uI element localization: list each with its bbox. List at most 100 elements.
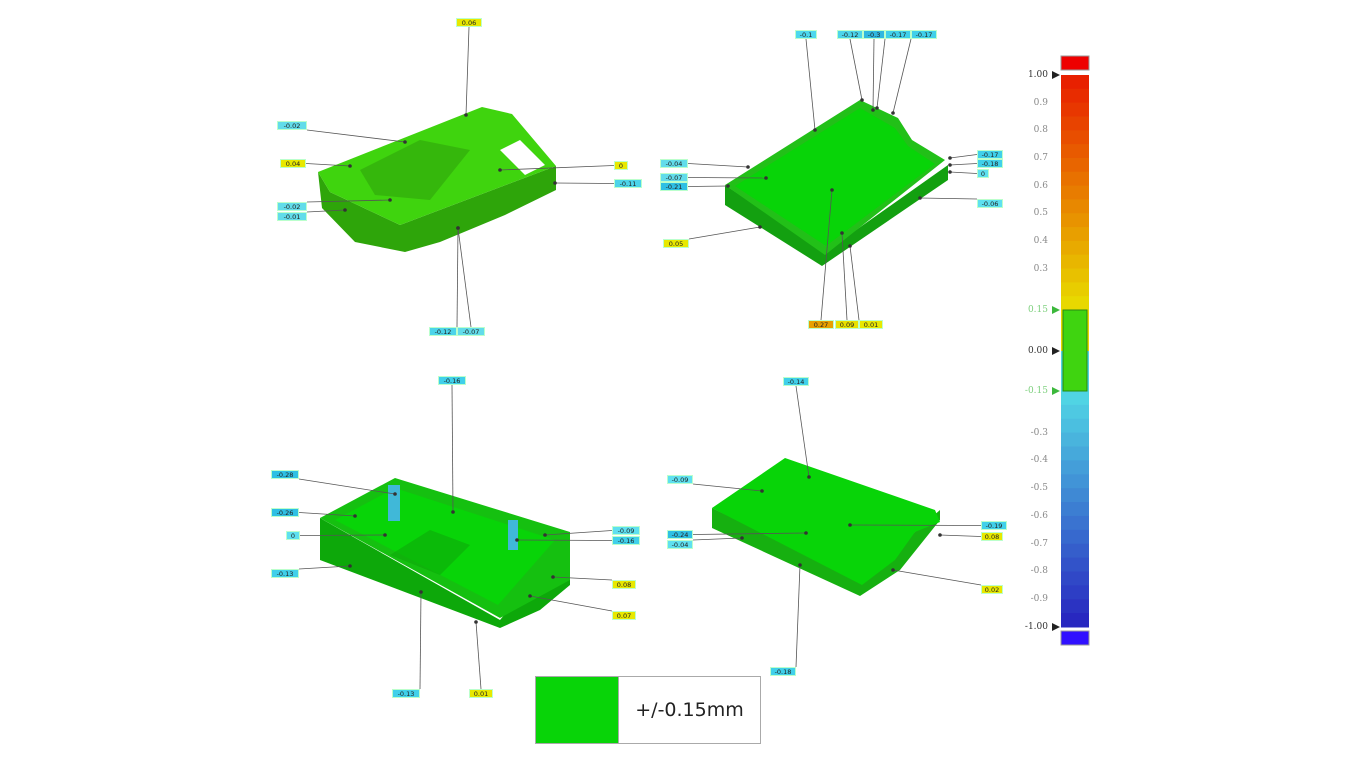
deviation-label: -0.11 [614,179,642,188]
colorbar-marker-arrow-icon[interactable] [1052,346,1060,355]
deviation-label: 0.27 [808,320,834,329]
leader-arrowhead [758,225,762,229]
colorbar-band [1061,474,1089,489]
colorbar-band [1061,557,1089,572]
colorbar-tick-label: -0.9 [1030,594,1048,605]
deviation-label: 0 [614,161,628,170]
leader-line [499,165,615,171]
colorbar-band [1061,213,1089,228]
leader-line [876,38,886,109]
leader-arrowhead [798,563,802,567]
leader-line [465,26,470,116]
leader-arrowhead [871,108,875,112]
colorbar-tick-label: -0.8 [1030,566,1048,577]
leader-line [849,245,860,321]
leader-line [554,182,615,184]
leader-line [795,564,801,668]
colorbar-band [1061,418,1089,434]
deviation-label: -0.3 [863,30,885,39]
colorbar-band [1061,102,1089,117]
deviation-label: -0.14 [783,377,809,386]
leader-line [687,185,729,187]
leader-line [939,534,982,537]
colorbar-tick-label: -0.4 [1030,455,1048,466]
leader-arrowhead [891,111,895,115]
leader-line [805,38,816,131]
tolerance-swatch [536,677,618,743]
colorbar-band [1061,116,1089,131]
colorbar-tick-label: 0.6 [1033,180,1048,191]
deviation-label: -0.19 [981,521,1007,530]
deviation-label: -0.12 [429,327,457,336]
part-inner-bottom-view [725,100,948,266]
leader-arrowhead [348,564,352,568]
colorbar-band [1061,404,1089,420]
leader-line [688,226,761,240]
deviation-label: 0.01 [859,320,883,329]
leader-arrowhead [343,208,347,212]
leader-arrowhead [456,226,460,230]
leader-arrowhead [419,590,423,594]
deviation-colorbar [1060,55,1090,646]
leader-line [456,227,459,328]
colorbar-band [1061,391,1089,406]
colorbar-band [1061,543,1089,559]
leader-line [919,197,978,200]
colorbar-marker-arrow-icon[interactable] [1052,387,1060,395]
deviation-label: 0.07 [612,611,636,620]
colorbar-band [1061,185,1089,200]
leader-line [849,524,982,526]
deviation-label: -0.17 [911,30,937,39]
colorbar-tick-label: 0.15 [1027,305,1048,315]
leader-line [298,512,356,517]
leader-line [949,171,978,174]
leader-arrowhead [948,156,952,160]
leader-arrowhead [515,538,519,542]
deviation-label: -0.13 [392,689,420,698]
colorbar-band [1061,144,1089,159]
leader-arrowhead [464,113,468,117]
leader-arrowhead [830,188,834,192]
colorbar-marker-arrow-icon[interactable] [1052,306,1060,314]
colorbar-marker-arrow-icon[interactable] [1052,71,1060,79]
colorbar-band [1061,199,1089,214]
leader-line [949,154,978,159]
leader-arrowhead [813,128,817,132]
under-range-cap [1060,630,1090,646]
leader-arrowhead [528,594,532,598]
deviation-label: -0.16 [612,536,640,545]
colorbar-band [1061,571,1089,586]
leader-line [949,163,978,166]
deviation-label: 0.06 [456,18,482,27]
leader-arrowhead [353,514,357,518]
colorbar-marker-arrow-icon[interactable] [1052,623,1060,631]
colorbar-tick-label: -0.3 [1030,427,1048,438]
leader-arrowhead [807,475,811,479]
leader-arrowhead [804,531,808,535]
colorbar-tick-label: 0.9 [1033,97,1048,108]
colorbar-band [1061,282,1089,297]
tolerance-legend: +/-0.15mm [535,676,761,744]
deviation-label: 0.09 [835,320,859,329]
leader-arrowhead [848,244,852,248]
colorbar-band [1061,171,1089,187]
tolerance-band [1062,309,1088,392]
leader-arrowhead [388,198,392,202]
leader-line [516,539,613,541]
leader-arrowhead [726,184,730,188]
colorbar-band [1061,460,1089,475]
colorbar-band [1061,488,1089,503]
deviation-label: -0.12 [837,30,863,39]
deviation-label: -0.24 [667,530,693,539]
colorbar-tick-label: 0.3 [1033,263,1048,274]
colorbar-band [1061,446,1089,461]
leader-line [892,569,982,586]
leader-line [872,38,875,111]
leader-arrowhead [875,106,879,110]
leader-arrowhead [348,164,352,168]
colorbar-tick-label: -0.5 [1030,483,1048,494]
colorbar-tick-label: -0.6 [1030,510,1048,521]
deviation-label: -0.09 [667,475,693,484]
leader-arrowhead [948,170,952,174]
